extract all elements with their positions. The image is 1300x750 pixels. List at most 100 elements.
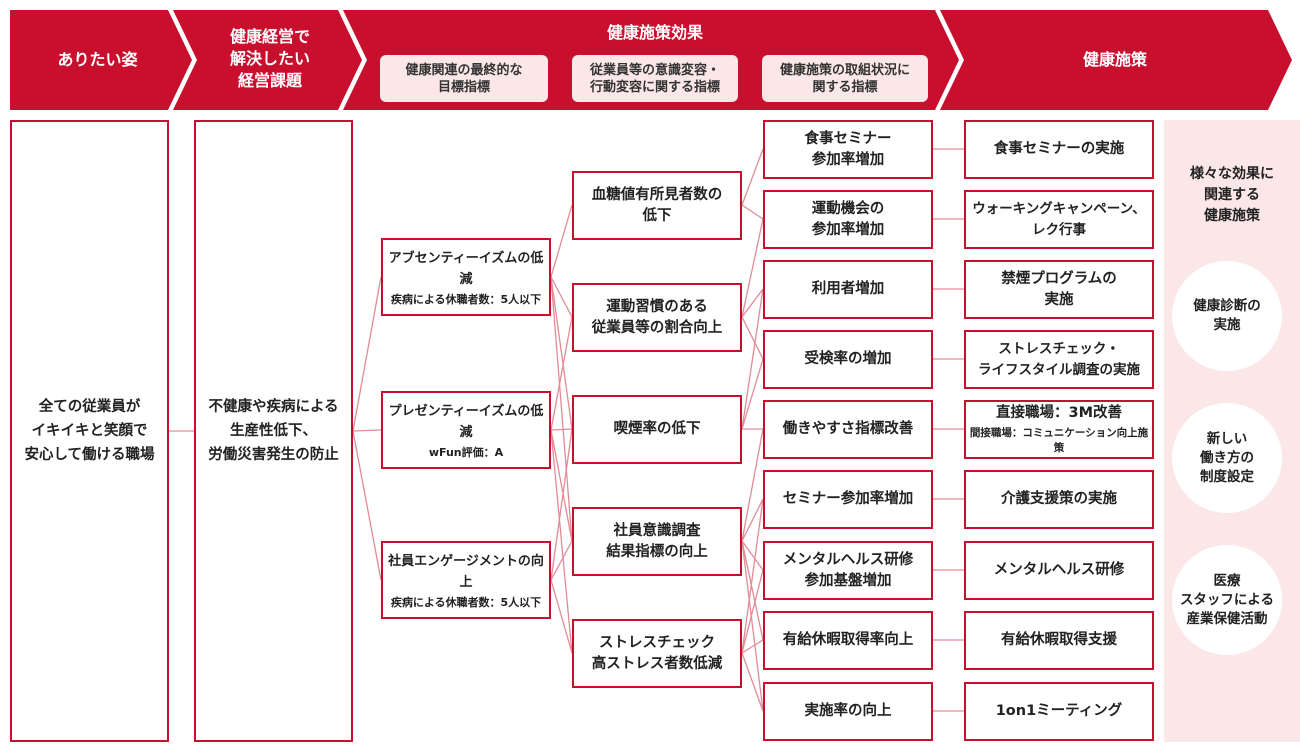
side-heading: 様々な効果に 関連する 健康施策 bbox=[1190, 166, 1274, 224]
connector-line-30 bbox=[741, 639, 764, 654]
connector-line-4 bbox=[550, 204, 573, 278]
measure-text: ストレスチェック・ ライフスタイル調査の実施 bbox=[978, 340, 1140, 378]
connector-line-20 bbox=[741, 288, 764, 430]
connector-line-26 bbox=[741, 540, 764, 641]
vision-box: 全ての従業員が イキイキと笑顔で 安心して働ける職場 bbox=[10, 120, 169, 742]
header-sub-status: 健康施策の取組状況に 関する指標 bbox=[762, 55, 928, 102]
status-indicator-text: 運動機会の 参加率増加 bbox=[811, 200, 885, 238]
final-indicator-title: アブセンティーイズムの低減 bbox=[388, 250, 544, 287]
connector-line-29 bbox=[741, 569, 764, 654]
status-indicator-text: 受検率の増加 bbox=[804, 351, 892, 367]
connector-line-11 bbox=[550, 429, 573, 654]
measure-stress-check: ストレスチェック・ ライフスタイル調査の実施 bbox=[964, 330, 1154, 389]
connector-line-13 bbox=[550, 540, 573, 581]
header-effects: 健康施策効果 bbox=[606, 23, 703, 42]
connector-line-17 bbox=[741, 218, 764, 318]
behavior-indicator-text: 社員意識調査 結果指標の向上 bbox=[606, 522, 708, 560]
measure-walking: ウォーキングキャンペーン、 レク行事 bbox=[964, 190, 1154, 249]
behavior-indicator-stress: ストレスチェック 高ストレス者数低減 bbox=[572, 619, 742, 688]
header-measures: 健康施策 bbox=[1082, 50, 1147, 69]
connector-line-19 bbox=[741, 316, 764, 360]
header-sub-behavior: 従業員等の意識変容・ 行動変容に関する指標 bbox=[572, 55, 738, 102]
measure-diet-seminar: 食事セミナーの実施 bbox=[964, 120, 1154, 179]
behavior-indicator-smoking: 喫煙率の低下 bbox=[572, 395, 742, 464]
behavior-indicator-survey: 社員意識調査 結果指標の向上 bbox=[572, 507, 742, 576]
final-indicator-absenteeism: アブセンティーイズムの低減 疾病による休職者数：5人以下 bbox=[381, 238, 551, 316]
connector-line-24 bbox=[741, 498, 764, 542]
connector-line-1 bbox=[352, 276, 382, 432]
status-indicator-text: セミナー参加率増加 bbox=[782, 491, 914, 507]
status-indicator-text: 働きやすさ指標改善 bbox=[782, 421, 914, 437]
status-indicator-text: 有給休暇取得率向上 bbox=[782, 632, 914, 648]
status-indicator-workability: 働きやすさ指標改善 bbox=[763, 400, 933, 459]
connector-line-16 bbox=[741, 204, 764, 220]
status-indicator-text: 食事セミナー 参加率増加 bbox=[804, 130, 892, 168]
status-indicator-exam-rate: 受検率の増加 bbox=[763, 330, 933, 389]
connector-line-18 bbox=[741, 288, 764, 318]
behavior-indicator-text: 喫煙率の低下 bbox=[613, 421, 701, 437]
connector-line-10 bbox=[550, 429, 573, 542]
side-item-health-checkup: 健康診断の 実施 bbox=[1172, 261, 1282, 371]
connector-line-25 bbox=[741, 540, 764, 571]
final-indicator-engagement: 社員エンゲージメントの向上 疾病による休職者数：5人以下 bbox=[381, 541, 551, 619]
behavior-indicator-exercise: 運動習慣のある 従業員等の割合向上 bbox=[572, 283, 742, 352]
connector-line-27 bbox=[741, 540, 764, 712]
connector-line-8 bbox=[550, 316, 573, 431]
final-indicator-title: プレゼンティーイズムの低減 bbox=[388, 403, 544, 440]
behavior-indicator-text: 血糖値有所見者数の 低下 bbox=[591, 186, 723, 224]
connector-line-2 bbox=[352, 429, 382, 432]
connector-line-14 bbox=[550, 579, 573, 654]
measure-text: 有給休暇取得支援 bbox=[1001, 632, 1117, 648]
measure-text: 禁煙プログラムの 実施 bbox=[1001, 270, 1117, 308]
connector-line-31 bbox=[741, 652, 764, 712]
connector-line-15 bbox=[741, 148, 764, 206]
behavior-indicator-blood-sugar: 血糖値有所見者数の 低下 bbox=[572, 171, 742, 240]
measure-mental-training: メンタルヘルス研修 bbox=[964, 541, 1154, 600]
status-indicator-text: 実施率の向上 bbox=[804, 703, 892, 719]
measure-text: ウォーキングキャンペーン、 レク行事 bbox=[972, 200, 1146, 238]
measure-leave-support: 有給休暇取得支援 bbox=[964, 611, 1154, 670]
issue-text: 不健康や疾病による 生産性低下、 労働災害発生の防止 bbox=[208, 399, 339, 463]
status-indicator-text: 利用者増加 bbox=[811, 281, 885, 297]
measure-text: 食事セミナーの実施 bbox=[993, 141, 1125, 157]
connector-line-28 bbox=[741, 498, 764, 654]
final-indicator-sub: wFun評価：A bbox=[428, 445, 504, 459]
connector-line-5 bbox=[550, 276, 573, 318]
final-indicator-sub: 疾病による休職者数：5人以下 bbox=[390, 292, 542, 306]
status-indicator-implementation: 実施率の向上 bbox=[763, 682, 933, 741]
status-indicator-diet-seminar: 食事セミナー 参加率増加 bbox=[763, 120, 933, 179]
vision-text: 全ての従業員が イキイキと笑顔で 安心して働ける職場 bbox=[24, 399, 155, 463]
connector-line-23 bbox=[741, 428, 764, 542]
connector-line-3 bbox=[352, 430, 382, 581]
status-indicator-users: 利用者増加 bbox=[763, 260, 933, 319]
measure-smoking-program: 禁煙プログラムの 実施 bbox=[964, 260, 1154, 319]
status-indicator-leave: 有給休暇取得率向上 bbox=[763, 611, 933, 670]
connector-line-12 bbox=[550, 428, 573, 581]
connector-line-9 bbox=[550, 428, 573, 431]
final-indicator-title: 社員エンゲージメントの向上 bbox=[388, 553, 544, 590]
measure-text: 介護支援策の実施 bbox=[1001, 491, 1117, 507]
issue-box: 不健康や疾病による 生産性低下、 労働災害発生の防止 bbox=[194, 120, 353, 742]
behavior-indicator-text: 運動習慣のある 従業員等の割合向上 bbox=[591, 298, 723, 336]
header-sub-final: 健康関連の最終的な 目標指標 bbox=[380, 55, 548, 102]
measure-1on1: 1on1ミーティング bbox=[964, 682, 1154, 741]
measure-3m: 直接職場：3M改善 間接職場：コミュニケーション向上施策 bbox=[964, 400, 1154, 459]
measure-care-support: 介護支援策の実施 bbox=[964, 470, 1154, 529]
side-item-new-workstyle: 新しい 働き方の 制度設定 bbox=[1172, 403, 1282, 513]
side-item-medical-staff: 医療 スタッフによる 産業保健活動 bbox=[1172, 545, 1282, 655]
measure-text: メンタルヘルス研修 bbox=[993, 562, 1125, 578]
header-issue: 健康経営で 解決したい 経営課題 bbox=[229, 27, 310, 90]
connector-line-7 bbox=[550, 276, 573, 542]
behavior-indicator-text: ストレスチェック 高ストレス者数低減 bbox=[591, 634, 723, 672]
final-indicator-presenteeism: プレゼンティーイズムの低減 wFun評価：A bbox=[381, 391, 551, 469]
final-indicator-sub: 疾病による休職者数：5人以下 bbox=[390, 595, 542, 609]
status-indicator-text: メンタルヘルス研修 参加基盤増加 bbox=[782, 551, 914, 589]
header-vision: ありたい姿 bbox=[57, 50, 138, 69]
connector-line-6 bbox=[550, 276, 573, 430]
status-indicator-mental-training: メンタルヘルス研修 参加基盤増加 bbox=[763, 541, 933, 600]
measure-sub-text: 間接職場：コミュニケーション向上施策 bbox=[969, 427, 1149, 454]
measure-text: 直接職場：3M改善 bbox=[995, 405, 1123, 421]
header-banner: ありたい姿 健康経営で 解決したい 経営課題 健康施策効果 健康関連の最終的な … bbox=[0, 0, 1300, 112]
status-indicator-seminar: セミナー参加率増加 bbox=[763, 470, 933, 529]
